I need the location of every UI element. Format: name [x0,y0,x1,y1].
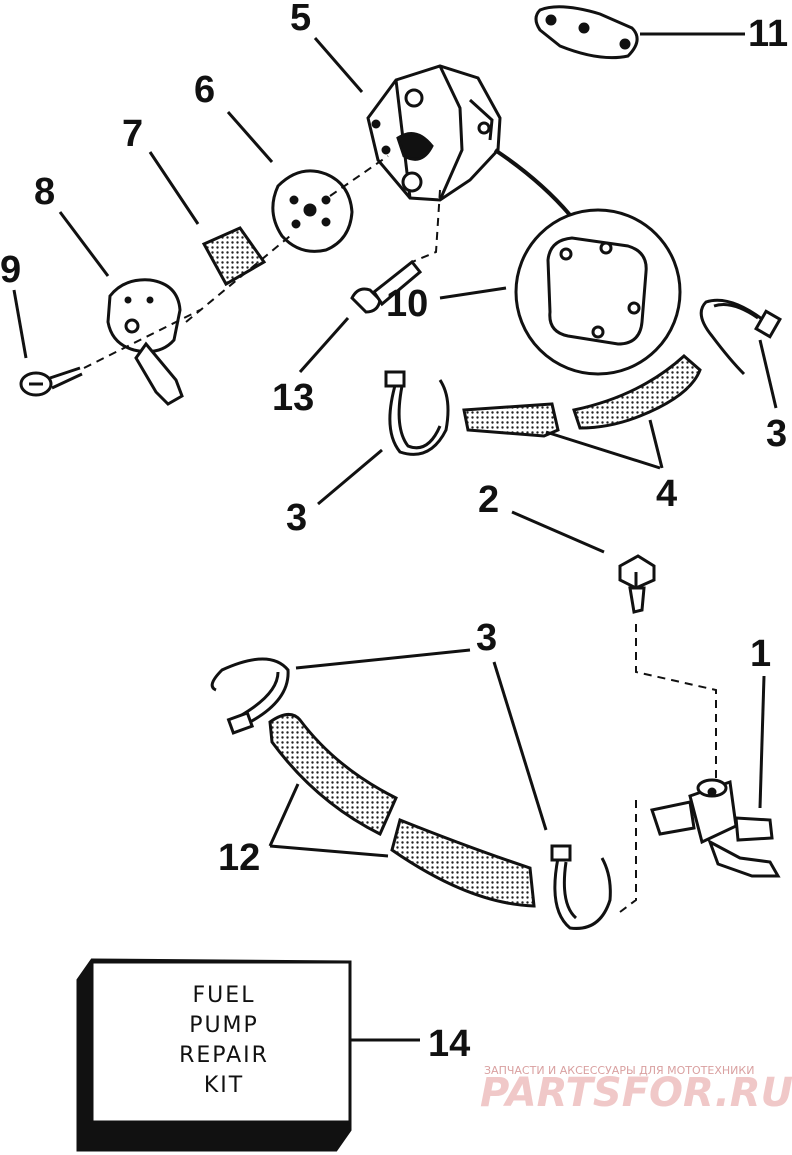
leader-10 [439,286,507,300]
leader-1 [758,675,766,809]
leader-4 [545,430,661,470]
part-2-bolt [618,554,656,614]
part-6-valve-plate [271,169,354,253]
pump-hose [493,148,572,217]
callout-10: 10 [386,283,428,325]
clamp-upper-left [384,370,450,456]
kit-line-1: FUEL [193,983,256,1008]
leader-6 [226,111,274,163]
leader-7 [148,151,200,225]
part-5-pump-body [366,64,502,202]
callout-3-lower: 3 [476,617,497,659]
part-12-hoses [268,713,536,908]
watermark-tagline: ЗАПЧАСТИ И АКСЕССУАРЫ ДЛЯ МОТОТЕХНИКИ [484,1064,754,1077]
callout-4: 4 [656,473,677,515]
callout-3-left: 3 [286,497,307,539]
leader-4b [648,419,664,469]
watermark-brand: PARTSFOR.RU [480,1070,792,1116]
callout-9: 9 [0,249,21,291]
kit-line-2: PUMP [189,1013,259,1038]
callout-5: 5 [290,0,311,39]
leader-13 [298,317,350,373]
callout-14: 14 [428,1023,470,1065]
part-11-plate [534,5,639,60]
part-7-screen [201,226,267,287]
callout-12: 12 [218,837,260,879]
part-9-screw [19,366,83,397]
leader-12b [268,783,300,847]
callout-7: 7 [122,113,143,155]
part-13-bolt [350,259,423,314]
leader-12 [269,844,389,858]
part-8-cover [106,278,184,406]
kit-line-4: KIT [204,1073,244,1098]
leader-2 [511,510,605,554]
leader-5 [313,37,364,93]
callout-6: 6 [194,69,215,111]
clamp-upper-right [699,298,782,376]
clamp-lower-left [210,657,290,735]
callout-13: 13 [272,377,314,419]
callout-1: 1 [750,633,771,675]
part-10-diaphragm [514,208,682,376]
kit-line-3: REPAIR [179,1043,269,1068]
part-14-repair-kit [76,958,352,1152]
part-4-hoses [462,353,702,438]
assembly-axis-lower [619,624,717,913]
clamp-lower-right [550,844,612,930]
callout-2: 2 [478,479,499,521]
leader-3-lower-a [295,648,471,670]
leader-3-lower-b [492,661,548,831]
leader-9 [12,289,28,359]
leader-3-right [758,339,778,409]
callout-8: 8 [34,171,55,213]
part-1-valve [650,778,781,878]
callout-3-right: 3 [766,413,787,455]
leader-3-left [317,448,383,506]
leader-8 [58,211,110,277]
callout-11: 11 [748,13,788,55]
